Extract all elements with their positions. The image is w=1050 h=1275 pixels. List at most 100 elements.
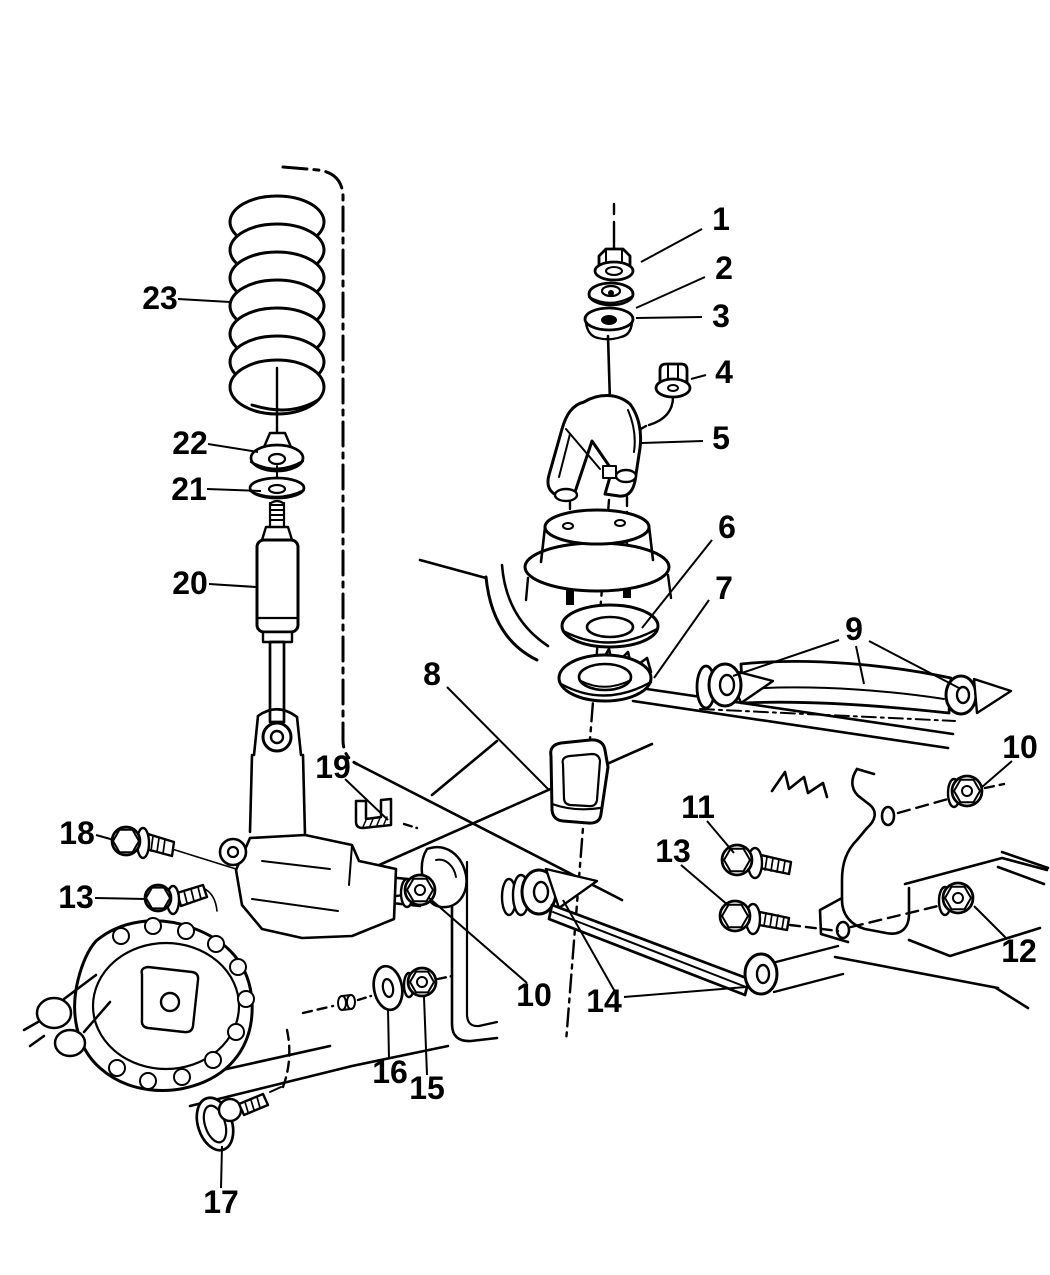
stud-end (337, 994, 356, 1011)
callout-leader-22 (207, 443, 259, 453)
callout-leader-19 (344, 778, 389, 821)
tower-flange (523, 541, 671, 593)
bolt-18 (110, 825, 176, 860)
callout-label-18: 18 (59, 815, 95, 851)
washer-16 (372, 964, 404, 1012)
callout-leader-10 (427, 896, 528, 984)
diff-plate (140, 965, 200, 1034)
callout-leader-16 (387, 1008, 390, 1060)
bracket-foot (553, 487, 579, 503)
axle-brackets (218, 707, 398, 940)
wheelhouse-arc (484, 575, 539, 662)
callout-leader-5 (641, 440, 704, 444)
nut-4 (658, 362, 689, 384)
callout-label-20: 20 (172, 565, 208, 601)
callout-label-14: 14 (586, 983, 622, 1019)
differential-housing (22, 917, 255, 1092)
callout-label-5: 5 (712, 420, 730, 456)
bracket-foot (614, 468, 638, 484)
nut-10-left (399, 873, 437, 909)
callout-leader-9 (855, 645, 865, 685)
callout-label-15: 15 (409, 1070, 445, 1106)
spring-tower-stack (523, 394, 673, 825)
callout-leader-2 (635, 276, 706, 309)
callout-leader-6 (641, 539, 713, 629)
nut-15 (402, 966, 438, 999)
bracket-hole (880, 805, 896, 827)
callout-leader-4 (690, 374, 707, 380)
callout-layer: 1234567891011131214101516171813192021222… (58, 201, 1038, 1220)
shock-eye (261, 721, 293, 753)
break-flag (544, 867, 599, 910)
pinion-yoke (22, 973, 112, 1058)
upper-control-arm (695, 660, 1013, 722)
nut-12 (937, 881, 975, 917)
callout-leader-13 (680, 864, 730, 907)
callout-label-11: 11 (681, 789, 715, 825)
callout-leader-23 (177, 298, 231, 303)
tower-base-panel (450, 858, 499, 1043)
callout-leader-21 (206, 488, 262, 492)
nut-10-right (946, 774, 984, 809)
callout-leader-11 (706, 820, 735, 854)
callout-label-10: 10 (1002, 729, 1038, 765)
washer-21 (248, 476, 306, 500)
callout-leader-15 (423, 996, 428, 1076)
callout-leader-10 (981, 760, 1013, 788)
bolt-13-right (718, 899, 791, 936)
bracket-hole (835, 920, 851, 940)
callout-leader-17 (220, 1145, 223, 1189)
spring-seat-bracket (234, 833, 398, 940)
callout-leader-14 (562, 899, 615, 991)
callout-label-22: 22 (172, 425, 208, 461)
callout-leader-12 (973, 905, 1007, 939)
callout-label-16: 16 (372, 1054, 408, 1090)
bolt-11 (720, 843, 793, 880)
lower-control-arm (500, 867, 845, 997)
arm-bushing-rear (743, 952, 779, 996)
callout-label-17: 17 (203, 1184, 239, 1220)
retainer-clip (354, 797, 393, 830)
arm-bushing-rear (944, 674, 978, 716)
callout-label-3: 3 (712, 298, 730, 334)
callout-label-10: 10 (516, 977, 552, 1013)
callout-leader-3 (635, 316, 703, 319)
break-flag (972, 677, 1013, 715)
bolt-13-left (143, 883, 209, 916)
top-hardware-stack (583, 247, 692, 399)
callout-leader-1 (640, 228, 703, 263)
shock-absorber (255, 499, 300, 753)
bracket-ear (218, 837, 248, 867)
frame-rails (148, 165, 1050, 1108)
callout-label-19: 19 (315, 749, 351, 785)
callout-leader-20 (208, 583, 257, 588)
callout-leader-14 (623, 986, 747, 998)
callout-label-12: 12 (1001, 933, 1037, 969)
callout-label-2: 2 (715, 250, 733, 286)
frame-bracket (840, 767, 911, 935)
callout-label-4: 4 (715, 354, 733, 390)
callout-leader-13 (94, 897, 147, 900)
callout-label-23: 23 (142, 280, 178, 316)
callout-label-1: 1 (712, 201, 730, 237)
coil-spring-assembly (228, 194, 326, 500)
callout-leader-7 (653, 599, 710, 679)
callout-label-13: 13 (655, 833, 691, 869)
callout-leader-8 (446, 686, 550, 791)
break-marks (770, 770, 829, 799)
callout-leader-9 (868, 640, 960, 689)
callout-leader-18 (95, 834, 115, 841)
tower-cup (543, 508, 651, 546)
callout-label-8: 8 (423, 656, 441, 692)
bolt-17 (195, 1086, 282, 1152)
fasteners (110, 774, 984, 1152)
callout-label-21: 21 (171, 471, 207, 507)
callout-label-6: 6 (718, 509, 736, 545)
cover-bolts (108, 917, 255, 1090)
frame-outline-dashline (281, 165, 359, 766)
callout-label-9: 9 (845, 611, 863, 647)
callout-label-7: 7 (715, 570, 733, 606)
callout-leader-9 (732, 639, 840, 677)
